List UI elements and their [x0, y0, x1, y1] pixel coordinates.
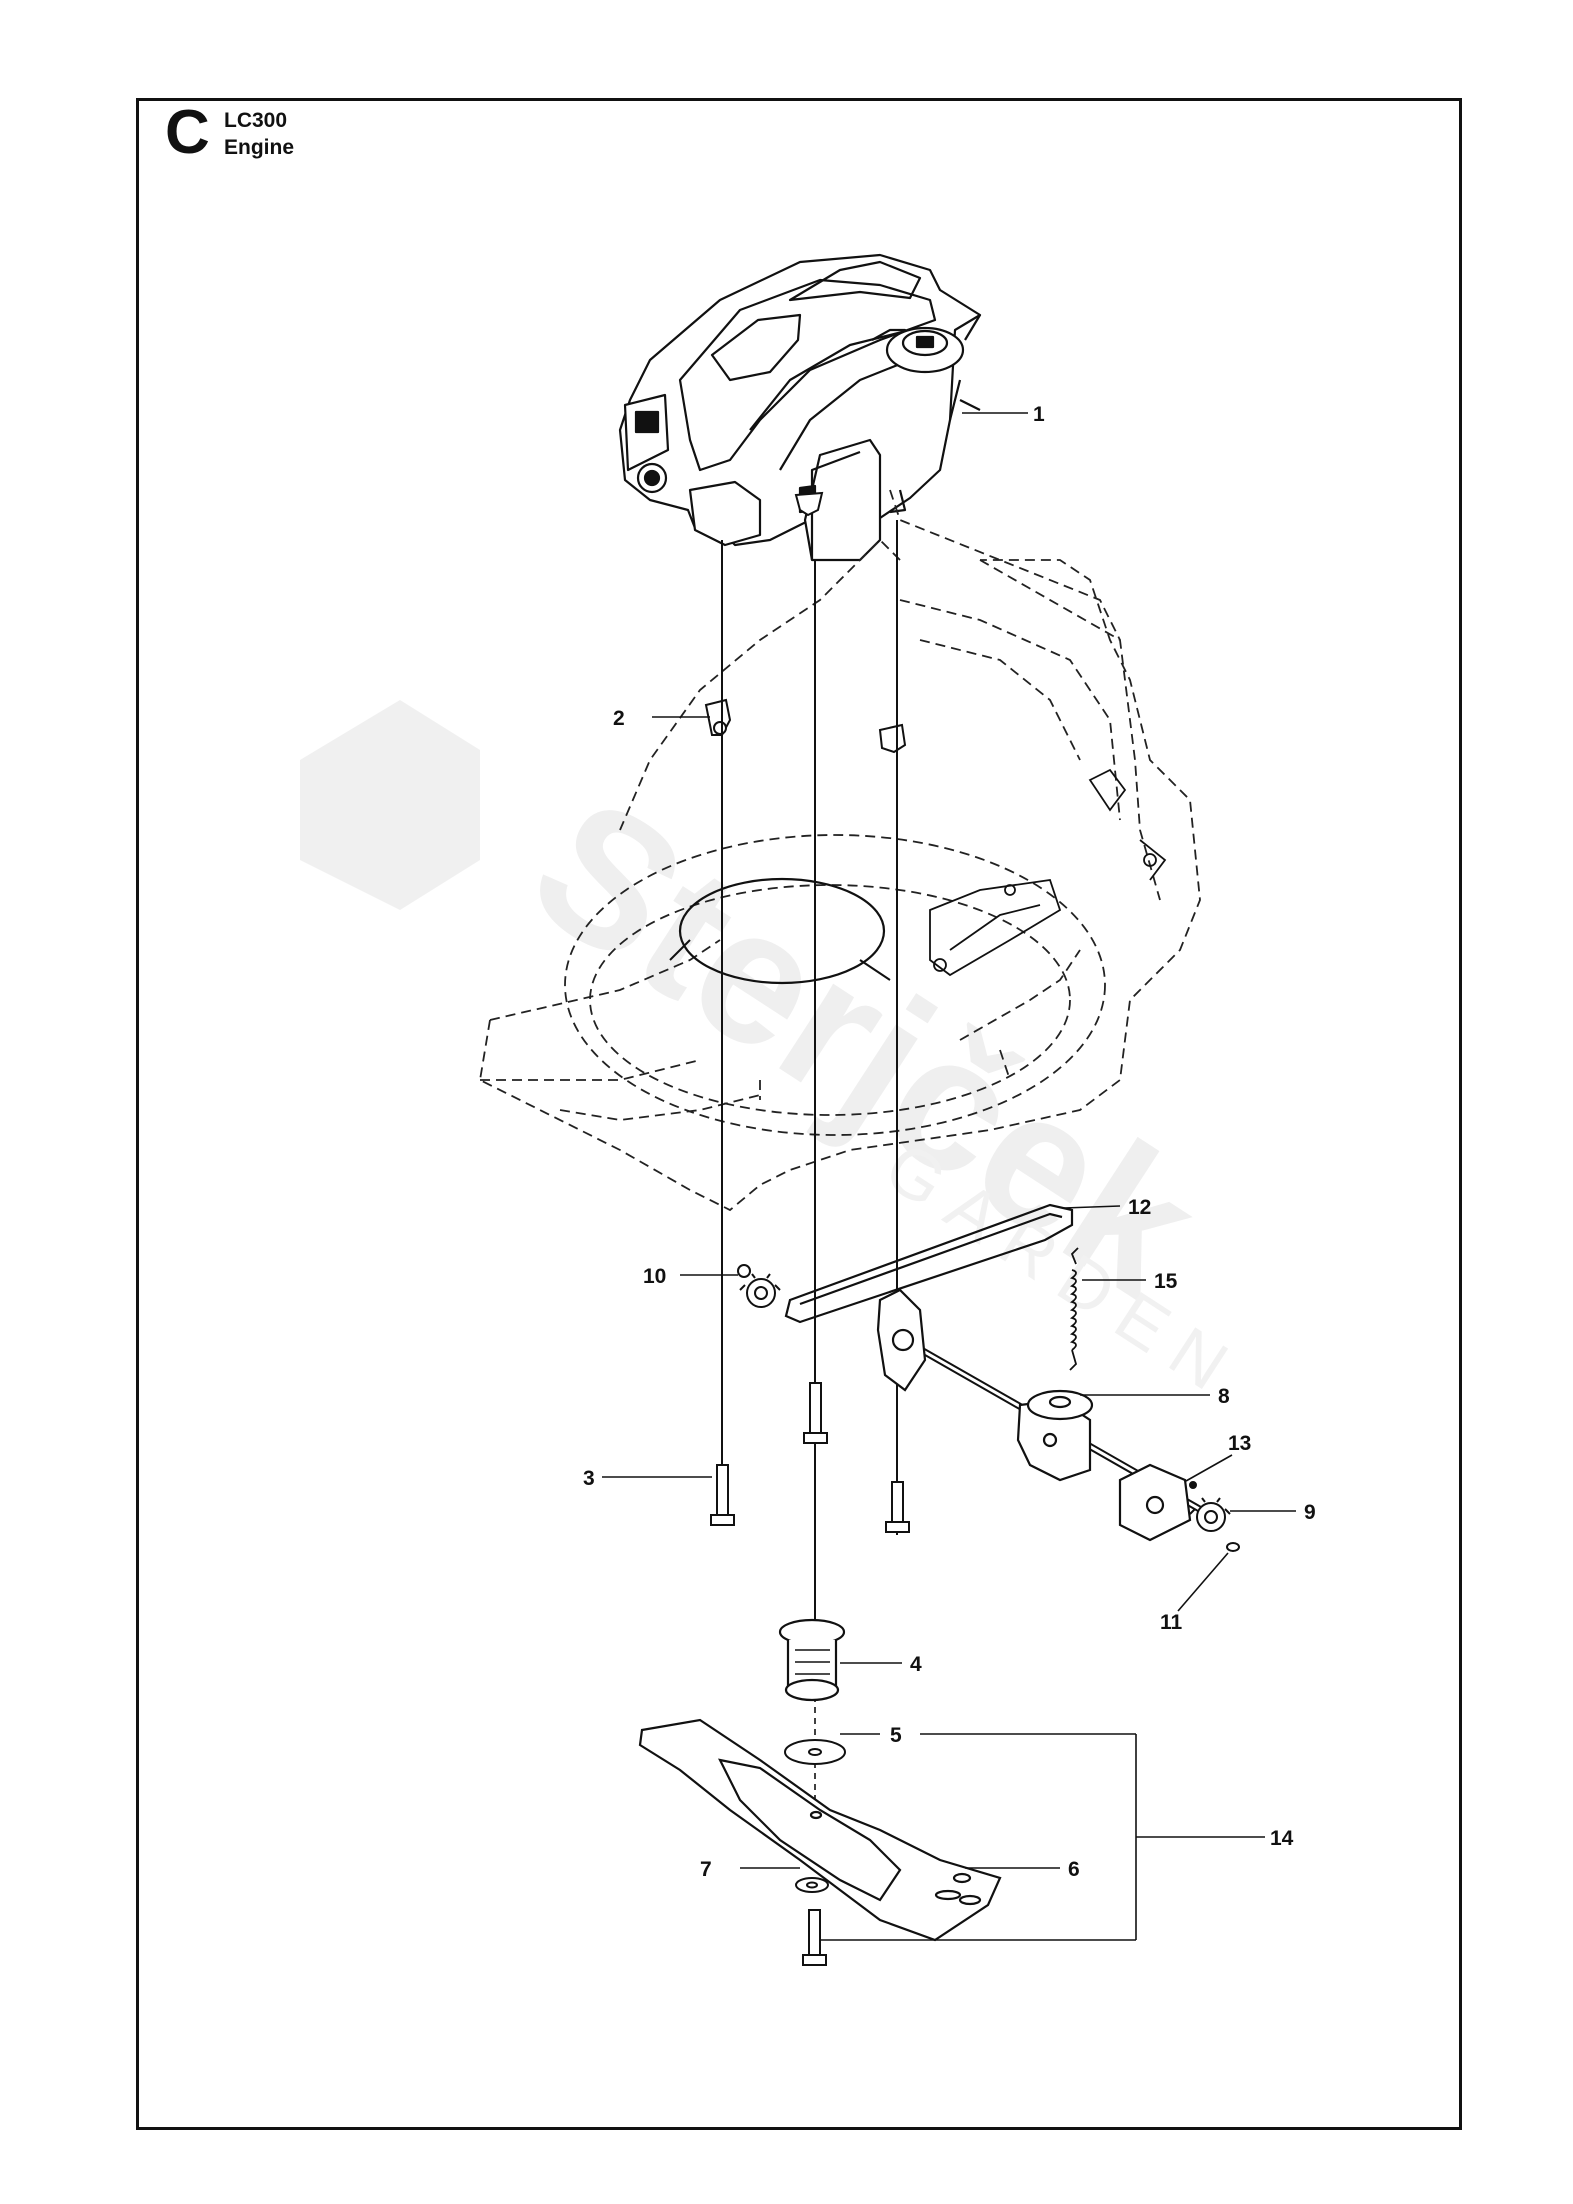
- leader-lines: [602, 412, 1296, 1941]
- section-letter: C: [165, 98, 210, 167]
- callout-14: 14: [1270, 1827, 1294, 1850]
- deck-hole-detail: [669, 939, 891, 981]
- watermark-brand: Sterjček: [498, 757, 1234, 1338]
- small-washer-part: [795, 1877, 829, 1893]
- mower-deck-outline: [479, 489, 1201, 1212]
- mount-lug: [704, 491, 907, 754]
- blade-bolt-part: [802, 1909, 827, 1966]
- washer-part: [784, 1739, 846, 1765]
- drive-belt-part: [784, 1203, 1074, 1324]
- gearbox-axle-part: [876, 1288, 1212, 1542]
- callout-7: 7: [700, 1858, 712, 1881]
- callout-12: 12: [1128, 1196, 1151, 1219]
- callout-8: 8: [1218, 1385, 1230, 1408]
- deck-opening: [678, 877, 886, 985]
- callout-3: 3: [583, 1467, 595, 1490]
- callout-10: 10: [643, 1265, 666, 1288]
- callout-11: 11: [1160, 1611, 1183, 1634]
- callout-6: 6: [1068, 1858, 1080, 1881]
- blade-part: [638, 1718, 1002, 1942]
- pinion-gear-part: [737, 1264, 1231, 1532]
- callout-1: 1: [1033, 403, 1045, 426]
- watermark-logo-icon: [300, 700, 480, 910]
- clip-part: [1189, 1481, 1240, 1552]
- section-title: Engine: [224, 136, 295, 159]
- callout-15: 15: [1154, 1270, 1178, 1293]
- callout-9: 9: [1304, 1501, 1316, 1524]
- model-label: LC300: [224, 109, 288, 132]
- callout-4: 4: [910, 1653, 922, 1676]
- diagram-frame: [136, 98, 1462, 2130]
- callout-2: 2: [613, 707, 625, 730]
- engine-part: [618, 253, 982, 562]
- spring-part: [1069, 1247, 1079, 1371]
- callout-labels: 1 2 3 4 5 6 7 8 9 10 11 12 13 14 15: [583, 403, 1316, 1881]
- blade-adapter-part: [778, 1618, 846, 1702]
- callout-13: 13: [1228, 1432, 1251, 1455]
- rear-bracket: [929, 768, 1167, 977]
- bolt-part: [710, 1382, 910, 1533]
- callout-5: 5: [890, 1724, 902, 1747]
